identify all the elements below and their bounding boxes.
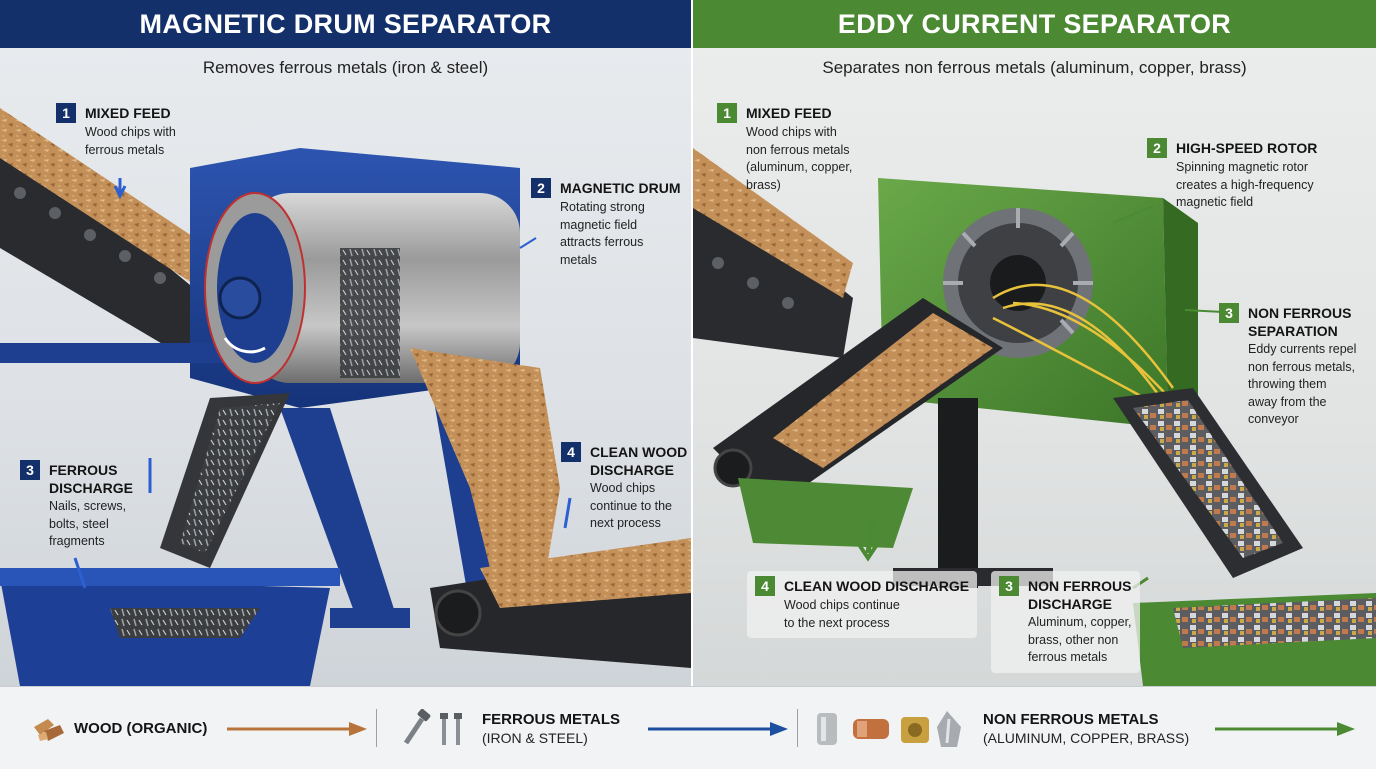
legend-wood: WOOD (ORGANIC) — [32, 687, 370, 769]
rotor-callout: 2 HIGH-SPEED ROTOR Spinning magnetic rot… — [1147, 138, 1318, 212]
legend-ferrous-text: FERROUS METALS (IRON & STEEL) — [482, 711, 621, 746]
step-number: 4 — [561, 442, 581, 462]
step-number: 3 — [20, 460, 40, 480]
step-number: 3 — [1219, 303, 1239, 323]
callout-title: MIXED FEED — [746, 105, 832, 121]
callout-title: FERROUS DISCHARGE — [49, 462, 134, 496]
magnetic-drum-subtitle: Removes ferrous metals (iron & steel) — [202, 58, 489, 77]
callout-desc: Eddy currents repel non ferrous metals, … — [1248, 342, 1357, 426]
nonferrous-arrow-icon — [1215, 721, 1356, 736]
step-number: 4 — [755, 576, 775, 596]
magnetic-drum-title: MAGNETIC DRUM SEPARATOR — [139, 8, 552, 39]
feed-wood-layer — [693, 148, 853, 298]
callout-title: CLEAN WOOD DISCHARGE — [590, 444, 688, 478]
wood-chips-icon — [34, 718, 64, 741]
ferrous-discharge-callout: 3 FERROUS DISCHARGE Nails, screws, bolts… — [20, 460, 134, 551]
legend-nonferrous: NON FERROUS METALS (ALUMINUM, COPPER, BR… — [815, 687, 1358, 769]
ferrous-arrow-icon — [648, 721, 789, 736]
clean-wood-bin — [738, 478, 913, 548]
panel-divider — [691, 0, 693, 686]
legend-separator — [376, 709, 377, 747]
feed-callout: 1 MIXED FEED Wood chips with non ferrous… — [717, 103, 853, 194]
magnetic-drum-panel: MAGNETIC DRUM SEPARATOR Removes ferrous … — [0, 0, 691, 686]
rotation-arrow-icon — [223, 337, 266, 354]
callout-title: MAGNETIC DRUM — [560, 180, 681, 196]
metal-parts-icon — [817, 710, 961, 747]
eddy-current-illustration — [693, 148, 1376, 686]
clean-wood-callout: 4 CLEAN WOOD DISCHARGE Wood chips contin… — [561, 442, 688, 533]
magnetic-drum-banner: MAGNETIC DRUM SEPARATOR — [0, 0, 691, 48]
step-number: 3 — [999, 576, 1019, 596]
callout-desc: Wood chips with non ferrous metals (alum… — [746, 125, 853, 192]
callout-title: MIXED FEED — [85, 105, 171, 121]
callout-desc: Wood chips with ferrous metals — [85, 125, 176, 157]
drum-callout: 2 MAGNETIC DRUM Rotating strong magnetic… — [531, 178, 681, 269]
callout-desc: Nails, screws, bolts, steel fragments — [49, 499, 127, 548]
feed-wood-layer — [0, 108, 225, 298]
nonferrous-discharge-callout: 3 NON FERROUS DISCHARGE Aluminum, copper… — [991, 571, 1140, 673]
legend-ferrous: FERROUS METALS (IRON & STEEL) — [398, 687, 791, 769]
material-legend: WOOD (ORGANIC) FERROUS METALS (IRON & ST… — [0, 686, 1376, 769]
legend-separator — [797, 709, 798, 747]
callout-desc: Aluminum, copper, brass, other non ferro… — [1028, 615, 1132, 664]
eddy-current-panel: EDDY CURRENT SEPARATOR Separates non fer… — [693, 0, 1376, 686]
magnetic-drum-illustration — [0, 108, 691, 686]
legend-nonferrous-text: NON FERROUS METALS (ALUMINUM, COPPER, BR… — [983, 711, 1190, 746]
callout-desc: Rotating strong magnetic field attracts … — [560, 200, 645, 267]
callout-title: CLEAN WOOD DISCHARGE — [784, 578, 970, 594]
callout-desc: Spinning magnetic rotor creates a high-f… — [1176, 160, 1314, 209]
separation-callout: 3 NON FERROUS SEPARATION Eddy currents r… — [1219, 303, 1357, 429]
eddy-current-title: EDDY CURRENT SEPARATOR — [837, 8, 1232, 39]
clean-wood-callout: 4 CLEAN WOOD DISCHARGE Wood chips contin… — [747, 571, 978, 638]
wood-arrow-icon — [227, 721, 368, 736]
eddy-current-banner: EDDY CURRENT SEPARATOR — [693, 0, 1376, 48]
callout-title: HIGH-SPEED ROTOR — [1176, 140, 1318, 156]
attracted-ferrous — [340, 248, 400, 378]
callout-desc: Wood chips continue to the next process — [590, 481, 673, 530]
callout-title: NON FERROUS SEPARATION — [1248, 305, 1352, 339]
legend-wood-label: WOOD (ORGANIC) — [74, 720, 208, 737]
feed-callout: 1 MIXED FEED Wood chips with ferrous met… — [56, 103, 176, 159]
bolt-screw-icon — [403, 708, 462, 745]
step-number: 2 — [1147, 138, 1167, 158]
falling-wood — [410, 348, 560, 608]
conveyor-rollers — [14, 187, 166, 284]
callout-title: NON FERROUS DISCHARGE — [1028, 578, 1132, 612]
step-number: 2 — [531, 178, 551, 198]
step-number: 1 — [717, 103, 737, 123]
eddy-current-subtitle: Separates non ferrous metals (aluminum, … — [822, 58, 1247, 77]
callout-desc: Wood chips continue to the next process — [784, 598, 900, 630]
step-number: 1 — [56, 103, 76, 123]
